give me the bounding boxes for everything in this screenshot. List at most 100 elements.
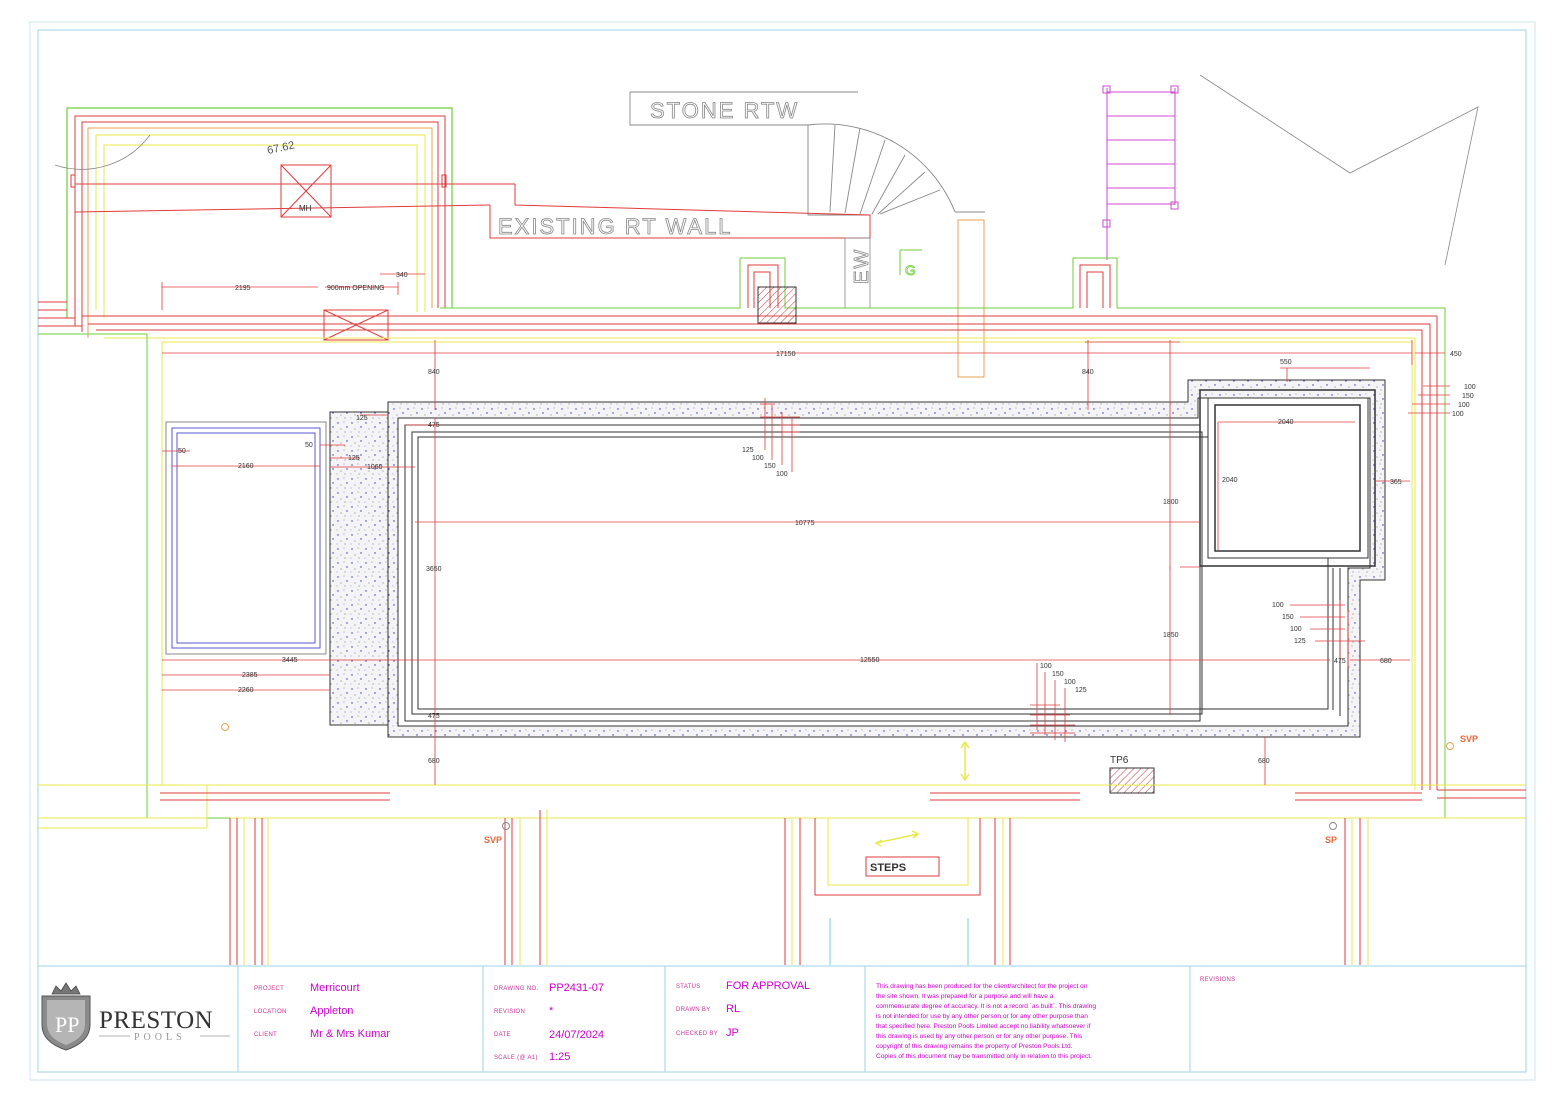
- sp-marker: [1329, 822, 1337, 830]
- disclaimer-line: is not intended for use by any other per…: [876, 1013, 1088, 1020]
- project-label: PROJECT: [254, 986, 284, 992]
- vertical-arrow: [960, 740, 970, 782]
- dim-100-d: 100: [752, 455, 764, 462]
- title-block: [37, 965, 1527, 1073]
- dim-125-c: 125: [742, 447, 754, 454]
- dim-340: 340: [396, 272, 408, 279]
- hatched-box-top: [757, 286, 797, 324]
- dim-680-mid: 680: [1258, 758, 1270, 765]
- dim-2160: 2160: [238, 463, 254, 470]
- existing-rt-wall-label: EXISTING RT WALL: [498, 214, 733, 239]
- steps-arrows: [874, 830, 920, 847]
- dim-1060: 1060: [367, 464, 383, 471]
- dim-17150: 17150: [776, 351, 796, 358]
- magenta-ladder: [1102, 85, 1179, 260]
- garden-room-outlines: [54, 107, 515, 338]
- steps-box: [865, 856, 940, 877]
- status-value: FOR APPROVAL: [726, 980, 810, 992]
- manhole-label: MH: [299, 204, 312, 213]
- tp6-label: TP6: [1110, 755, 1129, 766]
- dim-125-e: 125: [1075, 687, 1087, 694]
- stone-retaining-wall: [629, 91, 985, 216]
- dim-150-a: 150: [1462, 393, 1474, 400]
- disclaimer-line: the site shown. It was prepared for a pu…: [876, 993, 1054, 1000]
- dim-550: 550: [1280, 359, 1292, 366]
- svp-right-label: SVP: [1460, 734, 1478, 744]
- disclaimer-line: Copies of this document may be transmitt…: [876, 1053, 1092, 1060]
- dim-10775: 10775: [795, 520, 815, 527]
- right-marker: [441, 174, 447, 188]
- dim-450: 450: [1450, 351, 1462, 358]
- level-label: 67.62: [266, 139, 295, 156]
- dim-1800: 1800: [1163, 499, 1179, 506]
- dim-100-c: 100: [1452, 411, 1464, 418]
- svp-right-marker: [1446, 742, 1454, 750]
- disclaimer-text: This drawing has been produced for the c…: [876, 983, 1096, 1060]
- scale-value: 1:25: [549, 1051, 570, 1063]
- drawn-by-label: DRAWN BY: [676, 1007, 711, 1013]
- dim-opening: 900mm OPENING: [327, 285, 385, 292]
- svp-bottom-marker: [502, 822, 510, 830]
- dim-2040-h: 2040: [1278, 419, 1294, 426]
- preston-pools-logo: PP PRESTON POOLS: [41, 982, 230, 1051]
- left-circle-marker: [221, 723, 229, 731]
- dim-2260: 2260: [238, 687, 254, 694]
- dim-125-b: 125: [348, 455, 360, 462]
- dim-840-right: 840: [1082, 369, 1094, 376]
- client-label: CLIENT: [254, 1032, 277, 1038]
- dim-50-left: 50: [178, 448, 186, 455]
- dim-475-top: 475: [428, 422, 440, 429]
- company-name: PRESTON: [99, 1007, 213, 1034]
- sp-label: SP: [1325, 835, 1337, 845]
- dim-100-a: 100: [1464, 384, 1476, 391]
- existing-rt-wall-outline: [489, 184, 871, 239]
- location-value: Appleton: [310, 1005, 353, 1017]
- date-value: 24/07/2024: [549, 1029, 604, 1041]
- company-sub: POOLS: [134, 1032, 186, 1043]
- revision-value: *: [549, 1005, 554, 1017]
- scale-label: SCALE (@ A1): [494, 1055, 538, 1061]
- dim-3650: 3650: [426, 566, 442, 573]
- dim-100-i: 100: [1064, 679, 1076, 686]
- pool-structure: [329, 379, 1386, 738]
- tp6-box: [1109, 767, 1155, 794]
- lower-boundary-lines: [38, 784, 1526, 965]
- status-label: STATUS: [676, 984, 701, 990]
- equipment-box: [165, 421, 327, 655]
- dim-475-bottom: 475: [428, 713, 440, 720]
- checked-by-label: CHECKED BY: [676, 1031, 718, 1037]
- disclaimer-line: that specified here. Preston Pools Limit…: [876, 1023, 1091, 1030]
- dim-100-f: 100: [1272, 602, 1284, 609]
- opening-symbol: [323, 309, 389, 341]
- project-value: Merricourt: [310, 982, 360, 994]
- orange-channel: [957, 219, 985, 378]
- drawing-no-value: PP2431-07: [549, 982, 604, 994]
- dim-100-b: 100: [1458, 402, 1470, 409]
- dim-125-d: 125: [1294, 638, 1306, 645]
- dim-2040-v: 2040: [1222, 477, 1238, 484]
- boundary-zigzag: [1199, 74, 1479, 266]
- disclaimer-line: This drawing has been produced for the c…: [876, 983, 1088, 990]
- revision-label: REVISION: [494, 1009, 525, 1015]
- revisions-label: REVISIONS: [1200, 977, 1235, 983]
- drawn-by-value: RL: [726, 1003, 740, 1015]
- steps-label: STEPS: [870, 862, 906, 874]
- dim-150-c: 150: [1282, 614, 1294, 621]
- dim-3445: 3445: [282, 657, 298, 664]
- client-value: Mr & Mrs Kumar: [310, 1028, 390, 1040]
- dim-150-d: 150: [1052, 671, 1064, 678]
- drawing-no-label: DRAWING NO.: [494, 986, 538, 992]
- dim-50-right: 50: [305, 442, 313, 449]
- dim-680-right: 680: [1380, 658, 1392, 665]
- dimension-lines: [161, 273, 1450, 785]
- disclaimer-line: commensurate degree of accuracy. It is n…: [876, 1003, 1096, 1010]
- ew-label: EW: [851, 248, 873, 284]
- disclaimer-line: copyright of this drawing remains the pr…: [876, 1043, 1073, 1050]
- dim-100-e: 100: [776, 471, 788, 478]
- dim-12550: 12550: [860, 657, 880, 664]
- manhole: [280, 164, 332, 218]
- dim-2385: 2385: [242, 672, 258, 679]
- dim-1850: 1850: [1163, 632, 1179, 639]
- date-label: DATE: [494, 1032, 511, 1038]
- left-marker: [70, 174, 76, 188]
